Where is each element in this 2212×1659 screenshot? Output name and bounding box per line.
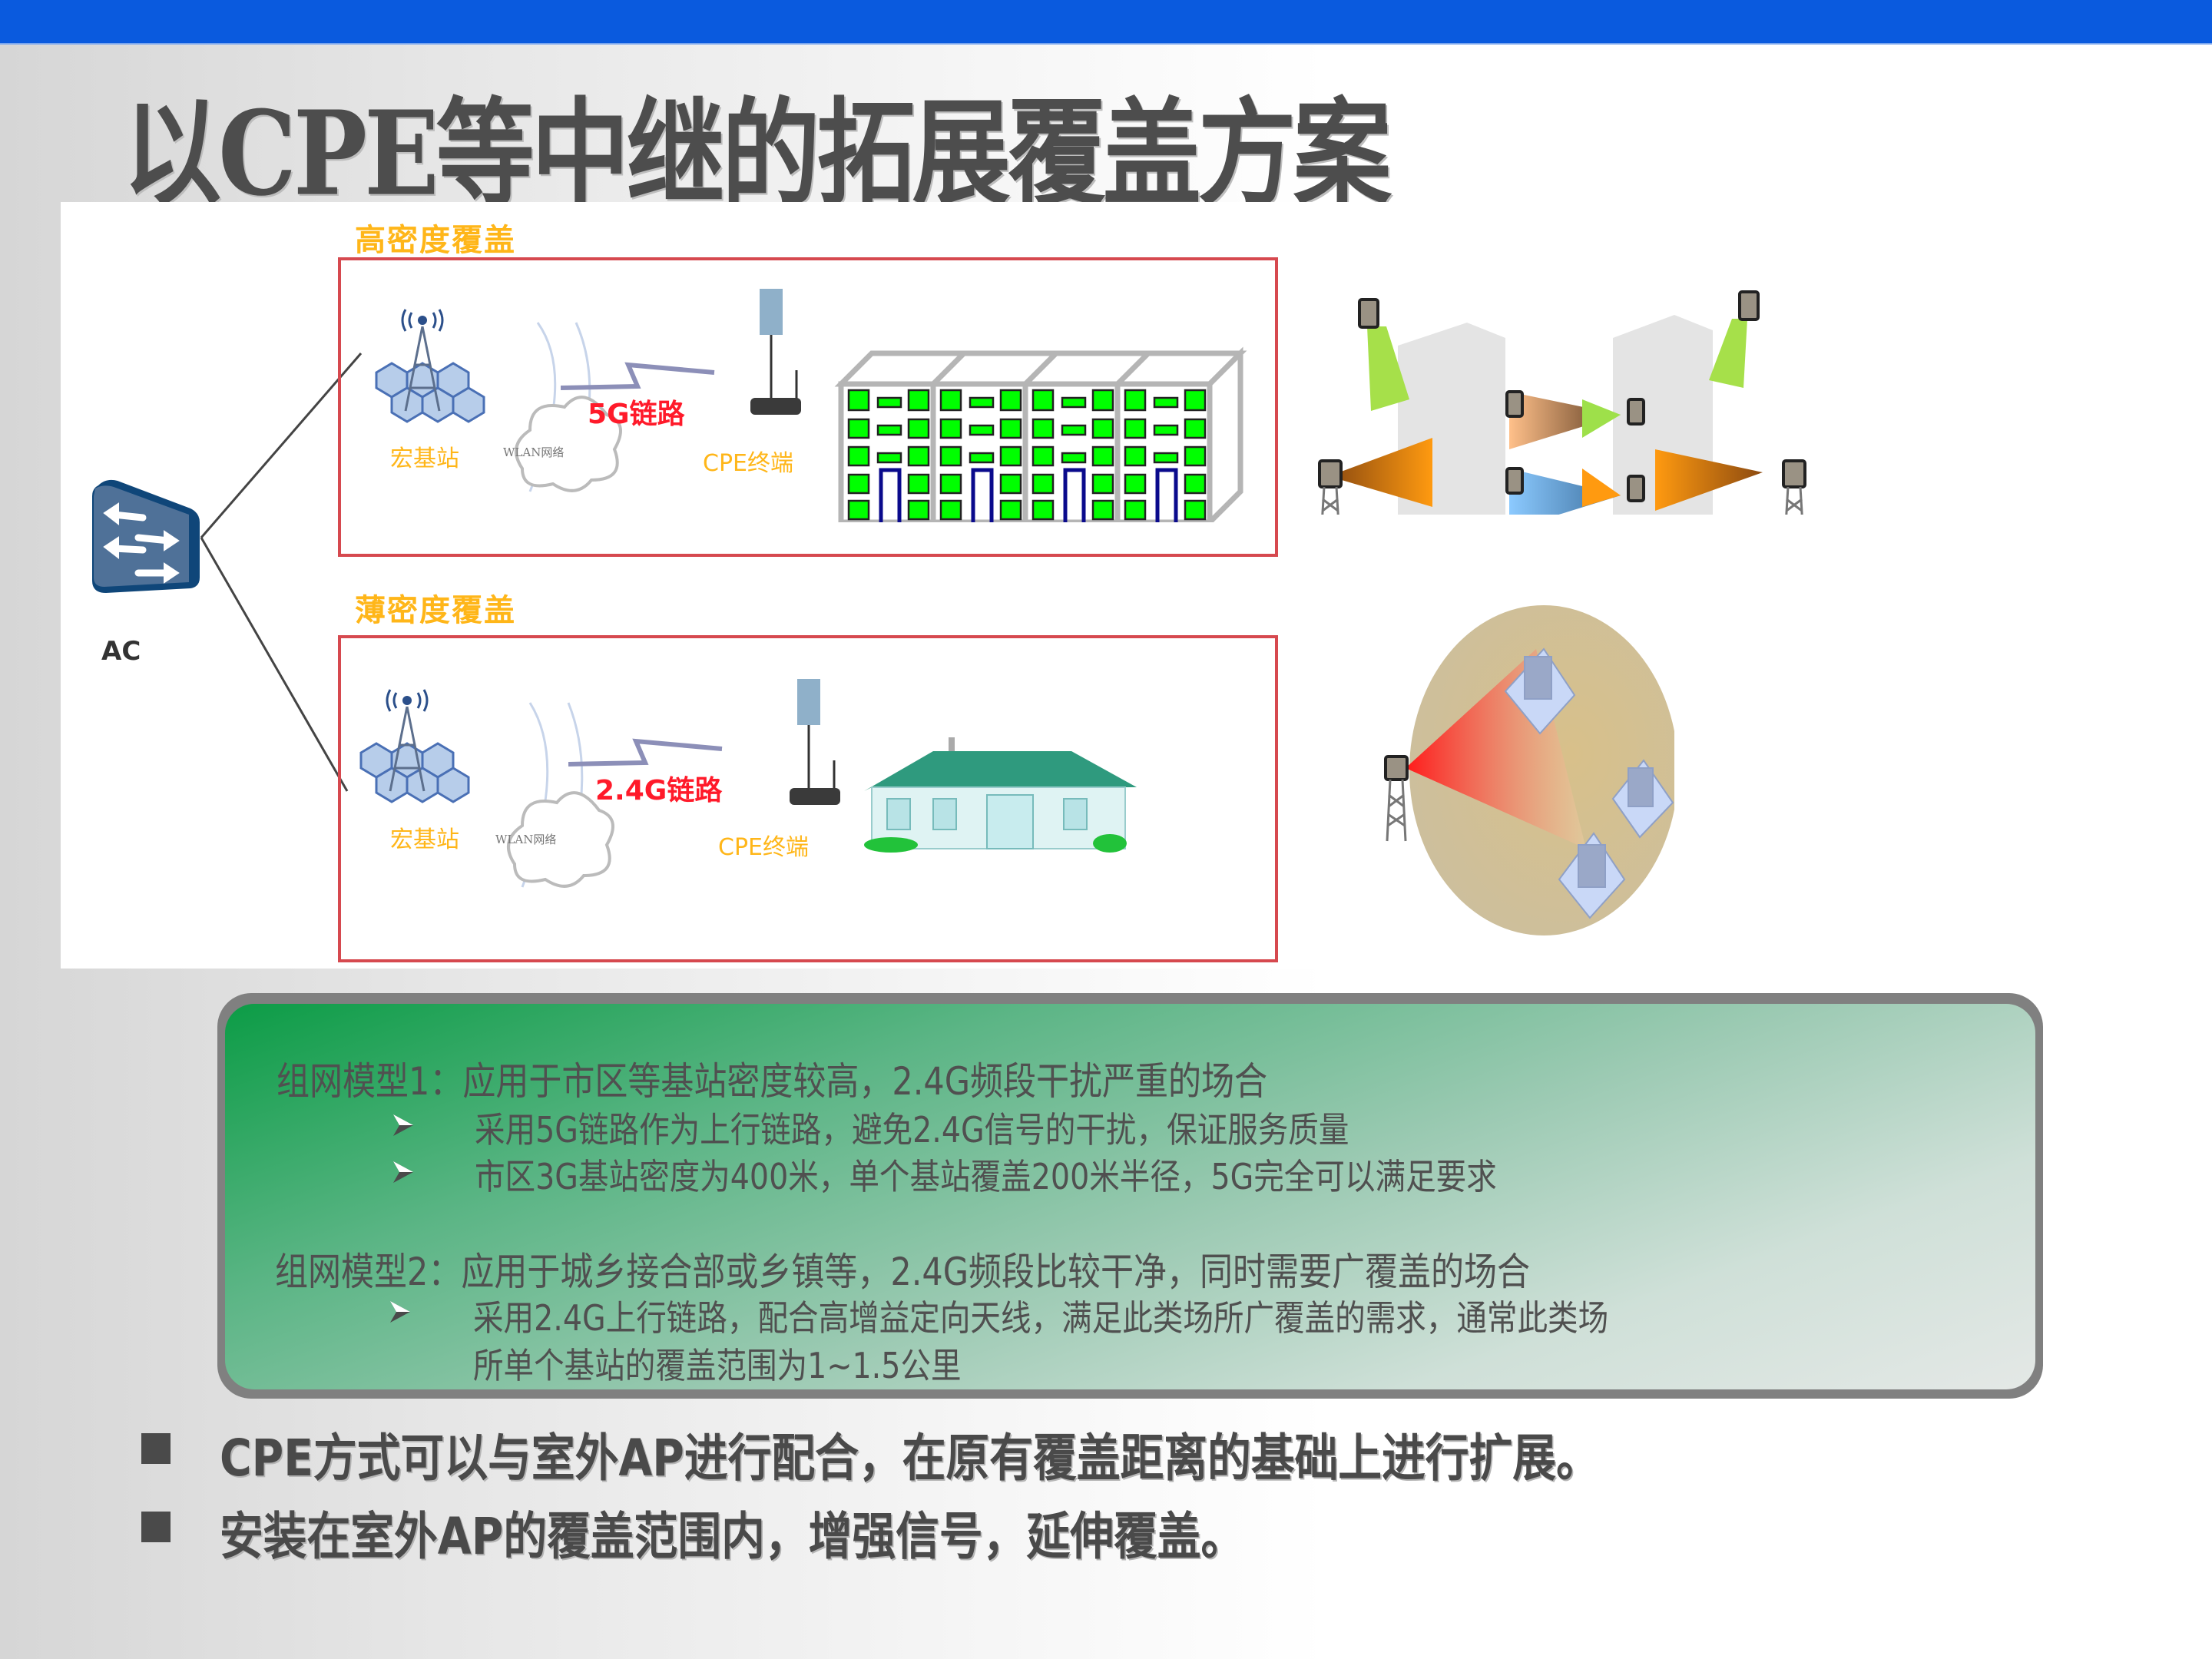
base-station-icon	[375, 309, 485, 423]
wireless-link-icon	[561, 362, 715, 390]
apartment-buildings-icon	[834, 346, 1247, 522]
wlan-network-label: WLAN网络	[503, 445, 565, 459]
wlan-cloud-icon	[507, 702, 614, 888]
switch-arrows-icon	[92, 479, 200, 593]
cpe-terminal-label: CPE终端	[718, 834, 809, 861]
arrow-bullet-icon	[393, 1161, 413, 1183]
zone-label-high-density: 高密度覆盖	[355, 223, 516, 258]
cpe-terminal-icon	[790, 679, 840, 805]
wlan-network-label: WLAN网络	[495, 833, 557, 846]
model-2-heading: 组网模型2：应用于城乡接合部或乡镇等，2.4G频段比较干净，同时需要广覆盖的场合	[275, 1250, 1531, 1294]
networking-models-box	[217, 993, 2043, 1399]
page-title: 以CPE等中继的拓展覆盖方案	[123, 86, 1392, 223]
square-bullet-icon	[141, 1512, 171, 1542]
summary-bullet-1: CPE方式可以与室外AP进行配合，在原有覆盖距离的基础上进行扩展。	[220, 1429, 1600, 1488]
arrow-bullet-icon	[393, 1114, 413, 1136]
low-density-zone-box	[338, 635, 1278, 962]
wlan-cloud-icon	[515, 322, 622, 492]
sector-coverage-houses-icon	[1384, 605, 1674, 935]
summary-bullet-2: 安装在室外AP的覆盖范围内，增强信号，延伸覆盖。	[220, 1507, 1245, 1566]
top-accent-bar	[0, 0, 2212, 45]
ac-label: AC	[101, 636, 141, 667]
house-icon	[864, 737, 1137, 853]
cpe-terminal-label: CPE终端	[703, 450, 793, 477]
arrow-bullet-icon	[390, 1301, 410, 1323]
model-2-point-1: 采用2.4G上行链路，配合高增益定向天线，满足此类场所广覆盖的需求，通常此类场	[473, 1297, 1609, 1339]
wireless-link-icon	[568, 738, 723, 767]
base-station-icon	[359, 689, 470, 803]
networking-models-box-fill	[225, 1004, 2035, 1389]
link-label-2-4g: 2.4G链路	[595, 775, 723, 806]
ac-connection-lines	[200, 353, 363, 792]
base-station-label: 宏基站	[390, 445, 459, 472]
link-label-5g: 5G链路	[588, 399, 685, 430]
model-1-point-2: 市区3G基站密度为400米，单个基站覆盖200米半径，5G完全可以满足要求	[475, 1156, 1497, 1197]
model-1-heading: 组网模型1：应用于市区等基站密度较高，2.4G频段干扰严重的场合	[276, 1059, 1268, 1104]
building-to-building-directional-antenna-icon	[1318, 290, 1806, 515]
zone-label-low-density: 薄密度覆盖	[355, 593, 516, 628]
cpe-terminal-icon	[750, 289, 801, 415]
high-density-zone-box	[338, 257, 1278, 557]
model-2-point-1-continued: 所单个基站的覆盖范围为1~1.5公里	[473, 1345, 962, 1386]
model-1-point-1: 采用5G链路作为上行链路，避免2.4G信号的干扰，保证服务质量	[475, 1109, 1349, 1151]
square-bullet-icon	[141, 1433, 171, 1464]
base-station-label: 宏基站	[390, 826, 459, 853]
